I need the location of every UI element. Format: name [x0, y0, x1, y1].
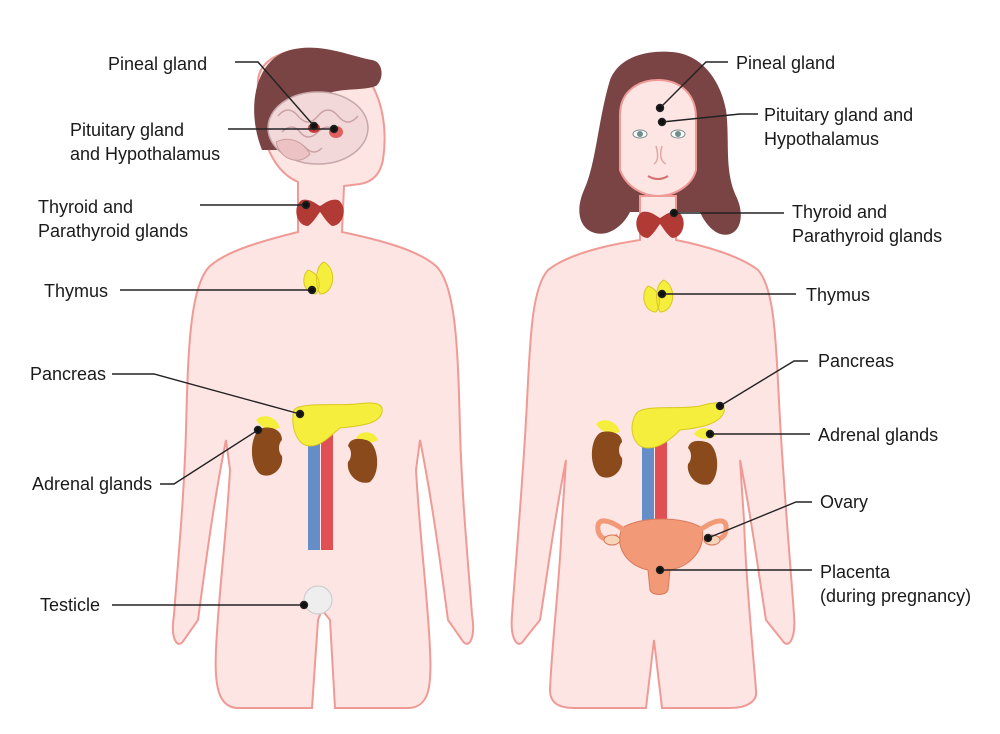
female-pineal-label: Pineal gland: [736, 51, 835, 75]
male-thyroid-label-line-1: Thyroid and: [38, 197, 134, 217]
female-pituitary-label-line-2: Hypothalamus: [764, 129, 880, 149]
male-pancreas-dot: [295, 409, 305, 419]
female-adrenal-label: Adrenal glands: [818, 423, 938, 447]
female-placenta-label: Placenta (during pregnancy): [820, 560, 971, 608]
male-pituitary-label: Pituitary gland and Hypothalamus: [70, 118, 220, 166]
female-ovary-label-line: Ovary: [820, 492, 869, 512]
male-adrenal-leader: [160, 429, 259, 485]
male-adrenal-left: [256, 416, 280, 430]
female-thyroid-label-line-2: Parathyroid glands: [792, 226, 943, 246]
male-thymus-label: Thymus: [44, 279, 108, 303]
female-pancreas-dot: [715, 401, 725, 411]
female-thymus-label-line: Thymus: [806, 285, 871, 305]
male-artery: [321, 410, 333, 550]
male-pineal-leader: [235, 61, 315, 127]
female-ovary-left: [603, 534, 621, 546]
male-testicle-dot: [299, 600, 309, 610]
female-kidney-left: [591, 431, 623, 478]
female-pituitary-label: Pituitary gland and Hypothalamus: [764, 103, 913, 151]
female-mouth: [647, 175, 669, 180]
male-pineal-label-line: Pineal gland: [108, 54, 208, 74]
female-placenta-label-line-2: (during pregnancy): [820, 586, 972, 606]
female-placenta-label-line-1: Placenta: [820, 562, 891, 582]
male-pineal-label: Pineal gland: [108, 52, 207, 76]
female-thyroid-dot: [669, 208, 679, 218]
male-thyroid-dot: [301, 200, 311, 210]
female-iris-right: [675, 131, 681, 137]
male-pituitary-dot: [329, 124, 339, 134]
male-pituitary-label-line-1: Pituitary gland: [70, 120, 185, 140]
female-pancreas-leader: [719, 360, 808, 407]
male-kidney-right: [347, 438, 378, 483]
female-vein: [642, 420, 654, 550]
female-pancreas-label-line: Pancreas: [818, 351, 895, 371]
male-pancreas-label-line: Pancreas: [30, 364, 107, 384]
male-kidney-left: [251, 427, 283, 476]
female-kidney-right: [687, 440, 718, 485]
female-ovary-leader: [707, 501, 812, 539]
female-thymus-dot: [657, 289, 667, 299]
male-figure: [172, 47, 474, 709]
female-ovary-dot: [703, 533, 713, 543]
female-adrenal-dot: [705, 429, 715, 439]
male-thyroid-label-line-2: Parathyroid glands: [38, 221, 189, 241]
female-adrenal-label-line: Adrenal glands: [818, 425, 939, 445]
female-thymus: [643, 279, 674, 313]
female-pineal-label-line: Pineal gland: [736, 53, 836, 73]
female-pituitary-label-line-1: Pituitary gland and: [764, 105, 914, 125]
female-iris-left: [637, 131, 643, 137]
male-pancreas-label: Pancreas: [30, 362, 106, 386]
male-testicle-label-line: Testicle: [40, 595, 101, 615]
female-placenta-dot: [655, 565, 665, 575]
female-pineal-dot: [655, 103, 665, 113]
female-artery: [655, 420, 667, 550]
male-thyroid-label: Thyroid and Parathyroid glands: [38, 195, 188, 243]
female-ovary-label: Ovary: [820, 490, 868, 514]
male-adrenal-label-line: Adrenal glands: [32, 474, 153, 494]
male-cerebellum: [275, 138, 311, 161]
female-thymus-label: Thymus: [806, 283, 870, 307]
female-leader-lines: [655, 61, 812, 575]
female-figure: [510, 51, 796, 709]
male-pancreas-leader: [112, 373, 301, 415]
male-testicle-label: Testicle: [40, 593, 100, 617]
female-thyroid-label: Thyroid and Parathyroid glands: [792, 200, 942, 248]
female-pancreas-label: Pancreas: [818, 349, 894, 373]
male-leader-lines: [112, 61, 339, 610]
male-testicle: [303, 585, 333, 615]
male-body-outline: [172, 48, 474, 709]
female-pineal-leader: [659, 61, 728, 109]
female-thyroid: [636, 211, 684, 238]
male-thymus-label-line: Thymus: [44, 281, 109, 301]
female-pituitary-dot: [657, 117, 667, 127]
male-thymus-dot: [307, 285, 317, 295]
female-nose: [653, 145, 667, 165]
male-adrenal-dot: [253, 425, 263, 435]
female-adrenal-left: [596, 420, 620, 434]
male-pancreas: [292, 402, 383, 447]
female-thyroid-label-line-1: Thyroid and: [792, 202, 888, 222]
male-pituitary-label-line-2: and Hypothalamus: [70, 144, 221, 164]
female-pituitary-leader: [661, 113, 758, 123]
female-pancreas: [631, 402, 725, 449]
male-adrenal-label: Adrenal glands: [32, 472, 152, 496]
